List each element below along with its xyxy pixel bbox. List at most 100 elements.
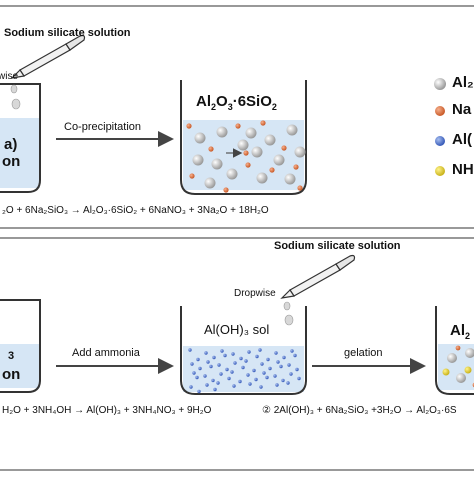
legend-label-1: Na [452, 101, 471, 118]
top-pipette-icon [12, 36, 85, 79]
sol-label: Al(OH)₃ sol [204, 322, 269, 337]
hydroxide-particle [252, 369, 255, 372]
legend-silica-dot [434, 78, 446, 90]
silica-particle [246, 128, 257, 139]
hydroxide-particle [223, 354, 226, 357]
gelation-label: gelation [344, 347, 383, 359]
hydroxide-particle [231, 352, 234, 355]
silica-particle [217, 127, 228, 138]
legend-label-0: Al₂ [452, 74, 474, 91]
bottom-dropwise-label: Dropwise [234, 288, 276, 299]
add-ammonia-label: Add ammonia [72, 347, 140, 359]
bottom-reagent-label: Sodium silicate solution [274, 240, 401, 252]
bottom-droplet [284, 302, 290, 310]
silica-particle [252, 147, 263, 158]
silica-particle [238, 140, 249, 151]
sodium-particle [281, 145, 286, 150]
top-droplet [12, 99, 20, 109]
silica-particle [456, 373, 466, 383]
hydroxide-particle [287, 363, 290, 366]
silica-particle [193, 155, 204, 166]
hydroxide-particle [190, 362, 193, 365]
top-droplet [11, 85, 17, 93]
hydroxide-particle [198, 367, 201, 370]
sodium-particle [235, 123, 240, 128]
silica-particle [285, 174, 296, 185]
sodium-particle [260, 120, 265, 125]
silica-particle [447, 353, 457, 363]
legend-hydroxide-dot [435, 136, 445, 146]
sodium-particle [245, 162, 250, 167]
hydroxide-particle [233, 361, 236, 364]
hydroxide-particle [211, 379, 214, 382]
silica-particle [195, 133, 206, 144]
hydroxide-particle [192, 371, 195, 374]
hydroxide-particle [268, 367, 271, 370]
hydroxide-particle [195, 376, 198, 379]
silica-particle [274, 155, 285, 166]
sodium-particle [269, 167, 274, 172]
product-formula: Al2O3·6SiO2 [196, 93, 277, 112]
bottom-left-beaker-label: 3 [8, 350, 14, 362]
hydroxide-particle [219, 372, 222, 375]
hydroxide-particle [212, 356, 215, 359]
sodium-particle [456, 346, 461, 351]
hydroxide-particle [238, 380, 241, 383]
hydroxide-particle [205, 383, 208, 386]
silica-particle [295, 147, 306, 158]
legend-ammonium-dot [435, 166, 445, 176]
hydroxide-particle [286, 381, 289, 384]
sodium-particle [297, 185, 302, 190]
hydroxide-particle [276, 360, 279, 363]
hydroxide-particle [248, 382, 251, 385]
hydroxide-particle [281, 379, 284, 382]
hydroxide-particle [220, 349, 223, 352]
bottom-equation-left: H₂O + 3NH₄OH → Al(OH)₃ + 3NH₄NO₃ + 9H₂O [2, 405, 211, 416]
top-reagent-label: Sodium silicate solution [4, 27, 131, 39]
hydroxide-particle [189, 385, 192, 388]
bottom-equation-right: ② 2Al(OH)₃ + 6Na₂SiO₃ +3H₂O → Al₂O₃·6S [262, 405, 457, 416]
hydroxide-particle [241, 366, 244, 369]
bottom-left-beaker-label-2: on [2, 366, 20, 383]
hydroxide-particle [216, 381, 219, 384]
hydroxide-particle [197, 390, 200, 393]
hydroxide-particle [247, 350, 250, 353]
hydroxide-particle [204, 351, 207, 354]
hydroxide-particle [227, 377, 230, 380]
top-dropwise-label: wise [0, 71, 18, 82]
hydroxide-particle [265, 376, 268, 379]
hydroxide-particle [232, 384, 235, 387]
hydroxide-particle [246, 373, 249, 376]
gel-formula: Al2 [450, 322, 470, 341]
hydroxide-particle [254, 378, 257, 381]
hydroxide-particle [295, 368, 298, 371]
hydroxide-particle [273, 374, 276, 377]
hydroxide-particle [275, 383, 278, 386]
silica-particle [205, 178, 216, 189]
legend [434, 78, 446, 176]
hydroxide-particle [259, 385, 262, 388]
hydroxide-particle [262, 371, 265, 374]
hydroxide-particle [279, 365, 282, 368]
hydroxide-particle [209, 365, 212, 368]
legend-label-3: NH [452, 161, 474, 178]
co-precipitation-label: Co-precipitation [64, 121, 141, 133]
hydroxide-particle [239, 357, 242, 360]
hydroxide-particle [260, 362, 263, 365]
sodium-particle [223, 187, 228, 192]
sodium-particle [189, 173, 194, 178]
hydroxide-particle [244, 359, 247, 362]
silica-particle [212, 159, 223, 170]
sodium-particle [186, 123, 191, 128]
hydroxide-particle [203, 374, 206, 377]
hydroxide-particle [274, 351, 277, 354]
legend-sodium-dot [435, 106, 445, 116]
top-left-beaker-label: a) [4, 136, 17, 153]
ammonium-particle [465, 367, 472, 374]
hydroxide-particle [255, 355, 258, 358]
sodium-particle [293, 164, 298, 169]
hydroxide-particle [258, 348, 261, 351]
legend-label-2: Al( [452, 131, 472, 148]
